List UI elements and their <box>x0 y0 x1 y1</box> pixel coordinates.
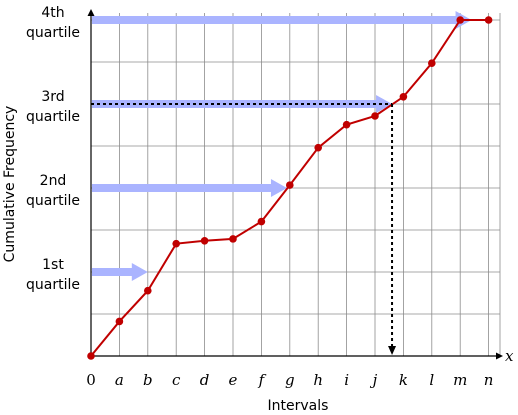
data-point-m <box>456 16 465 24</box>
x-tick-label-f: f <box>258 371 267 389</box>
data-point-j <box>371 112 379 120</box>
quartile-label-2-line1: 2nd <box>40 173 67 189</box>
x-axis-title: Intervals <box>268 398 329 414</box>
data-point-b <box>144 286 152 295</box>
quartile-arrowhead-1 <box>131 263 148 281</box>
median-lookup-dotted-lines <box>91 103 397 355</box>
data-point-0 <box>87 352 95 360</box>
quartile-label-4-line2: quartile <box>26 25 80 41</box>
y-axis-arrowhead <box>87 9 95 16</box>
x-tick-label-j: j <box>370 371 378 389</box>
data-point-i <box>342 120 351 129</box>
x-tick-label-m: m <box>453 371 467 389</box>
y-axis-title: Cumulative Frequency <box>2 106 18 263</box>
x-tick-label-c: c <box>172 371 181 389</box>
data-point-f <box>257 217 266 226</box>
x-tick-label-h: h <box>313 371 323 389</box>
axes <box>87 9 503 360</box>
data-point-d <box>200 237 209 245</box>
quartile-label-3-line1: 3rd <box>41 89 64 105</box>
x-tick-label-l: l <box>429 371 434 389</box>
data-point-e <box>229 235 237 243</box>
cumulative-frequency-series <box>87 16 493 360</box>
data-point-g <box>286 181 294 189</box>
x-tick-label-a: a <box>115 371 124 389</box>
data-point-n <box>484 16 493 24</box>
quartile-label-1-line1: 1st <box>42 257 64 273</box>
x-tick-label-n: n <box>484 371 494 389</box>
x-axis-symbol: x <box>505 347 514 365</box>
data-point-h <box>314 143 323 152</box>
quartile-label-3-line2: quartile <box>26 109 80 125</box>
quartile-arrowhead-2 <box>270 179 287 197</box>
quartile-label-1-line2: quartile <box>26 277 80 293</box>
x-tick-label-0: 0 <box>86 371 96 389</box>
x-tick-label-i: i <box>344 371 349 389</box>
data-point-c <box>172 239 180 248</box>
x-tick-label-e: e <box>229 371 238 389</box>
x-tick-label-k: k <box>399 371 408 389</box>
x-tick-label-d: d <box>200 371 210 389</box>
quartile-label-2-line2: quartile <box>26 193 80 209</box>
data-point-k <box>399 93 408 101</box>
quartile-label-4-line1: 4th <box>41 5 64 21</box>
lookup-arrowhead <box>388 346 397 355</box>
x-axis-arrowhead <box>496 352 503 360</box>
x-tick-label-g: g <box>285 371 295 389</box>
quartile-arrowhead-3 <box>376 95 393 113</box>
x-tick-label-b: b <box>143 371 153 389</box>
data-point-a <box>115 317 124 326</box>
quartile-labels: 1st quartile 2nd quartile 3rd quartile 4th quar… <box>26 5 80 293</box>
data-point-l <box>428 59 436 67</box>
